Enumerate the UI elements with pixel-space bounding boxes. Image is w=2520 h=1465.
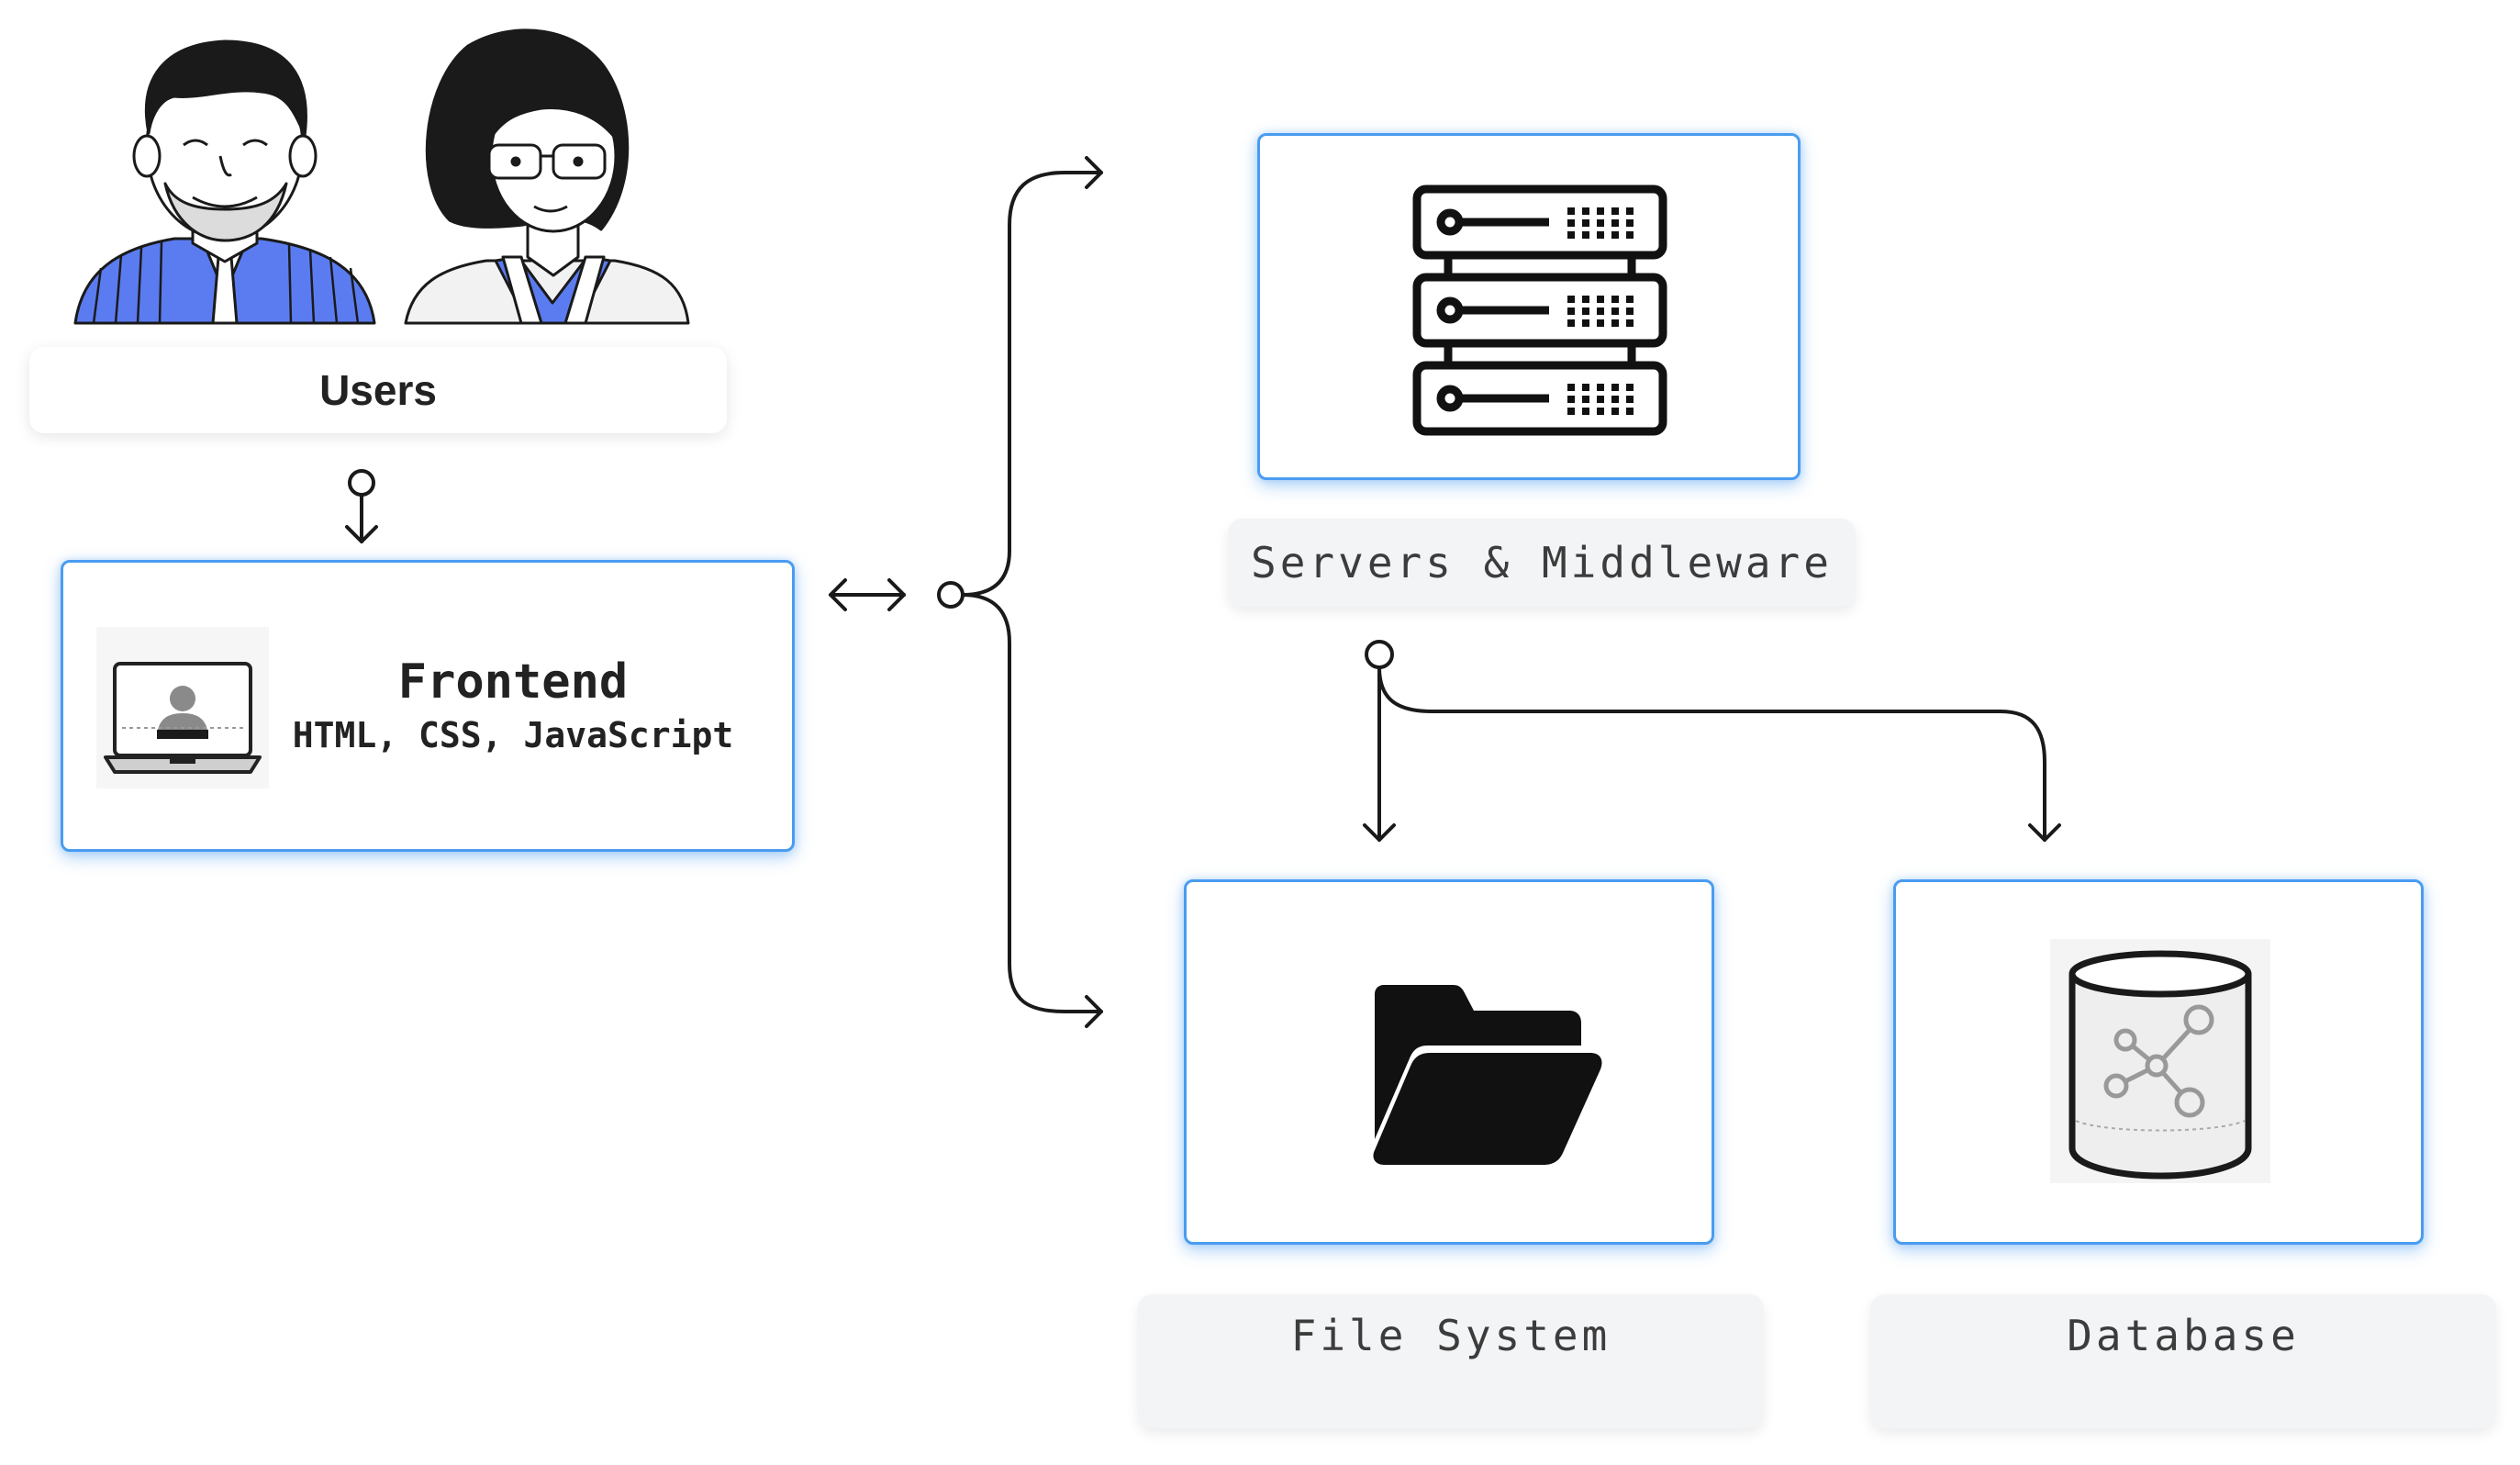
file-system-label-pill: File System bbox=[1138, 1294, 1764, 1428]
frontend-card[interactable]: Frontend HTML, CSS, JavaScript bbox=[61, 560, 795, 852]
database-card[interactable] bbox=[1893, 879, 2424, 1245]
frontend-bidirectional-arrow bbox=[829, 578, 906, 611]
folder-icon bbox=[1373, 985, 1602, 1165]
servers-card[interactable] bbox=[1257, 133, 1801, 480]
frontend-subtitle: HTML, CSS, JavaScript bbox=[292, 715, 734, 755]
database-label-pill: Database bbox=[1870, 1294, 2496, 1428]
file-system-label: File System bbox=[1290, 1311, 1611, 1360]
server-rack-icon bbox=[1412, 185, 1667, 436]
servers-label: Servers & Middleware bbox=[1251, 538, 1833, 587]
users-label: Users bbox=[319, 366, 437, 414]
file-system-card[interactable] bbox=[1184, 879, 1714, 1245]
users-illustration bbox=[73, 28, 690, 325]
frontend-title: Frontend bbox=[397, 654, 629, 710]
branch-connector bbox=[937, 156, 1103, 1028]
database-graph-icon bbox=[2050, 939, 2270, 1183]
users-to-frontend-arrow bbox=[345, 469, 378, 543]
female-user-avatar bbox=[404, 28, 690, 325]
laptop-user-icon bbox=[96, 627, 269, 788]
male-user-avatar bbox=[73, 39, 376, 325]
database-label: Database bbox=[2067, 1311, 2300, 1360]
users-label-pill: Users bbox=[29, 347, 727, 433]
servers-label-pill: Servers & Middleware bbox=[1228, 519, 1856, 607]
servers-split-connector bbox=[1363, 640, 2061, 842]
